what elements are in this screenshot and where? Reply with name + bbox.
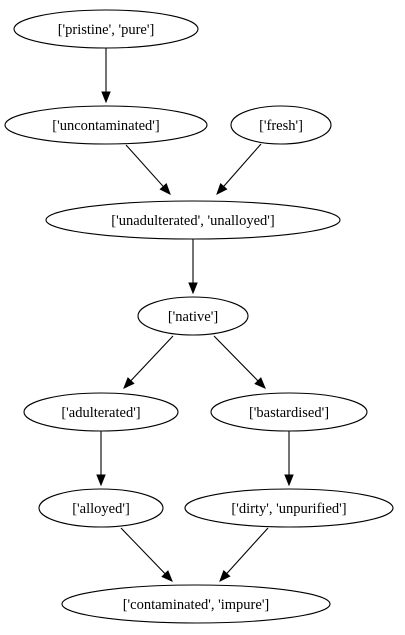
arrowhead-icon: [101, 91, 111, 104]
edge-n1-n2: [101, 48, 111, 104]
node-contaminated-impure[interactable]: ['contaminated', 'impure']: [61, 584, 331, 624]
node-fresh[interactable]: ['fresh']: [230, 105, 332, 145]
edge-n5-n6: [123, 335, 174, 389]
arrowhead-icon: [96, 474, 106, 487]
node-uncontaminated[interactable]: ['uncontaminated']: [4, 105, 208, 145]
node-label: ['contaminated', 'impure']: [123, 597, 270, 613]
node-label: ['native']: [168, 309, 218, 325]
arrowhead-icon: [216, 182, 228, 196]
edges: [96, 48, 294, 582]
arrowhead-icon: [284, 474, 294, 487]
arrowhead-icon: [161, 570, 173, 582]
node-pristine-pure[interactable]: ['pristine', 'pure']: [13, 9, 199, 49]
arrowhead-icon: [188, 282, 198, 295]
edge-n8-n10: [120, 527, 173, 582]
edge-line: [213, 335, 259, 382]
node-label: ['dirty', 'unpurified']: [231, 501, 346, 517]
node-dirty-unpurified[interactable]: ['dirty', 'unpurified']: [184, 488, 394, 528]
node-unadulterated-unalloyed[interactable]: ['unadulterated', 'unalloyed']: [45, 200, 341, 240]
edge-n5-n7: [213, 335, 266, 389]
node-label: ['unadulterated', 'unalloyed']: [111, 213, 274, 229]
node-adulterated[interactable]: ['adulterated']: [23, 392, 179, 432]
node-alloyed[interactable]: ['alloyed']: [38, 488, 164, 528]
edge-n7-n9: [284, 431, 294, 487]
node-label: ['fresh']: [259, 118, 303, 134]
node-label: ['adulterated']: [61, 405, 140, 421]
node-label: ['alloyed']: [72, 501, 130, 517]
edge-n6-n8: [96, 431, 106, 487]
arrowhead-icon: [123, 377, 135, 389]
arrowhead-icon: [159, 183, 171, 196]
edge-line: [125, 144, 164, 187]
edge-n9-n10: [219, 527, 269, 582]
edge-line: [223, 143, 262, 187]
edge-n2-n4: [125, 144, 171, 196]
edge-line: [130, 335, 174, 382]
node-native[interactable]: ['native']: [137, 296, 249, 336]
node-label: ['pristine', 'pure']: [58, 22, 155, 38]
node-label: ['uncontaminated']: [52, 118, 160, 134]
arrowhead-icon: [254, 377, 266, 389]
node-label: ['bastardised']: [249, 405, 329, 421]
edge-n3-n4: [216, 143, 262, 196]
edge-line: [120, 527, 166, 575]
edge-n4-n5: [188, 239, 198, 295]
arrowhead-icon: [219, 570, 231, 582]
edge-line: [226, 527, 269, 574]
node-bastardised[interactable]: ['bastardised']: [210, 392, 368, 432]
